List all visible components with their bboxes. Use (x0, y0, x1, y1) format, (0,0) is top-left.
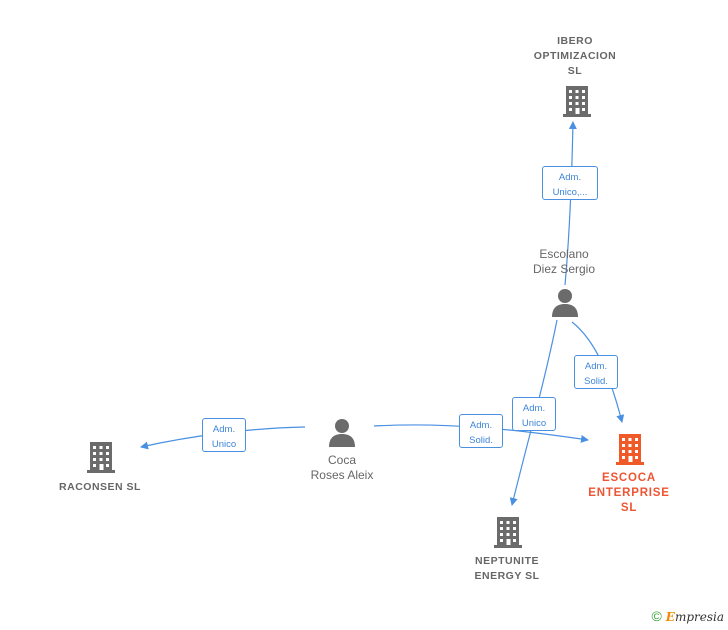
edge-escolano-ibero (564, 121, 577, 286)
company-raconsen-label[interactable]: RACONSEN SL (40, 480, 160, 495)
label-line: OPTIMIZACION (533, 50, 617, 62)
person-icon[interactable] (327, 417, 357, 447)
edge-label-escolano-escoca[interactable]: Adm. Solid. (574, 355, 618, 389)
brand-initial: E (665, 610, 675, 624)
person-escolano-label[interactable]: Escolano Diez Sergio (512, 247, 616, 277)
building-icon[interactable] (492, 515, 524, 549)
edge-label-line: Adm. (584, 361, 608, 372)
label-line: RACONSEN SL (59, 481, 141, 493)
edge-label-coca-raconsen[interactable]: Adm. Unico (202, 418, 246, 452)
edge-label-line: Adm. (558, 172, 582, 183)
label-line: Roses Aleix (310, 468, 374, 482)
copyright-icon: © (651, 608, 662, 624)
label-line: IBERO (557, 35, 593, 47)
brand-name: mpresia (674, 610, 724, 624)
edge-label-line: Solid. (584, 376, 608, 387)
label-line: ENERGY SL (474, 570, 540, 582)
edge-label-line: Unico (211, 439, 237, 450)
label-line: NEPTUNITE (474, 555, 539, 567)
edge-label-line: Solid. (469, 435, 493, 446)
company-escoca-label[interactable]: ESCOCA ENTERPRISE SL (575, 471, 683, 516)
label-line: ENTERPRISE (588, 487, 670, 499)
building-icon-focus[interactable] (614, 432, 646, 466)
building-icon[interactable] (85, 440, 117, 474)
edge-label-line: Adm. (212, 424, 236, 435)
edge-label-escolano-ibero[interactable]: Adm. Unico,... (542, 166, 598, 200)
person-icon[interactable] (550, 287, 580, 317)
edge-label-line: Unico (521, 418, 547, 429)
edge-label-line: Unico,... (552, 187, 588, 198)
brand-footer: ©Empresia (651, 608, 724, 624)
person-coca-label[interactable]: Coca Roses Aleix (290, 453, 394, 483)
label-line: SL (620, 502, 638, 514)
building-icon[interactable] (561, 84, 593, 118)
edge-label-coca-escoca[interactable]: Adm. Solid. (459, 414, 503, 448)
label-line: SL (567, 65, 583, 77)
brand-logo: Empresia (666, 610, 724, 624)
edge-label-escolano-neptunite[interactable]: Adm. Unico (512, 397, 556, 431)
label-line: ESCOCA (601, 472, 656, 484)
label-line: Escolano (539, 247, 589, 261)
company-neptunite-label[interactable]: NEPTUNITE ENERGY SL (455, 554, 559, 584)
label-line: Coca (327, 453, 356, 467)
edge-label-line: Adm. (522, 403, 546, 414)
edge-label-line: Adm. (469, 420, 493, 431)
company-ibero-label[interactable]: IBERO OPTIMIZACION SL (520, 34, 630, 79)
label-line: Diez Sergio (532, 262, 596, 276)
